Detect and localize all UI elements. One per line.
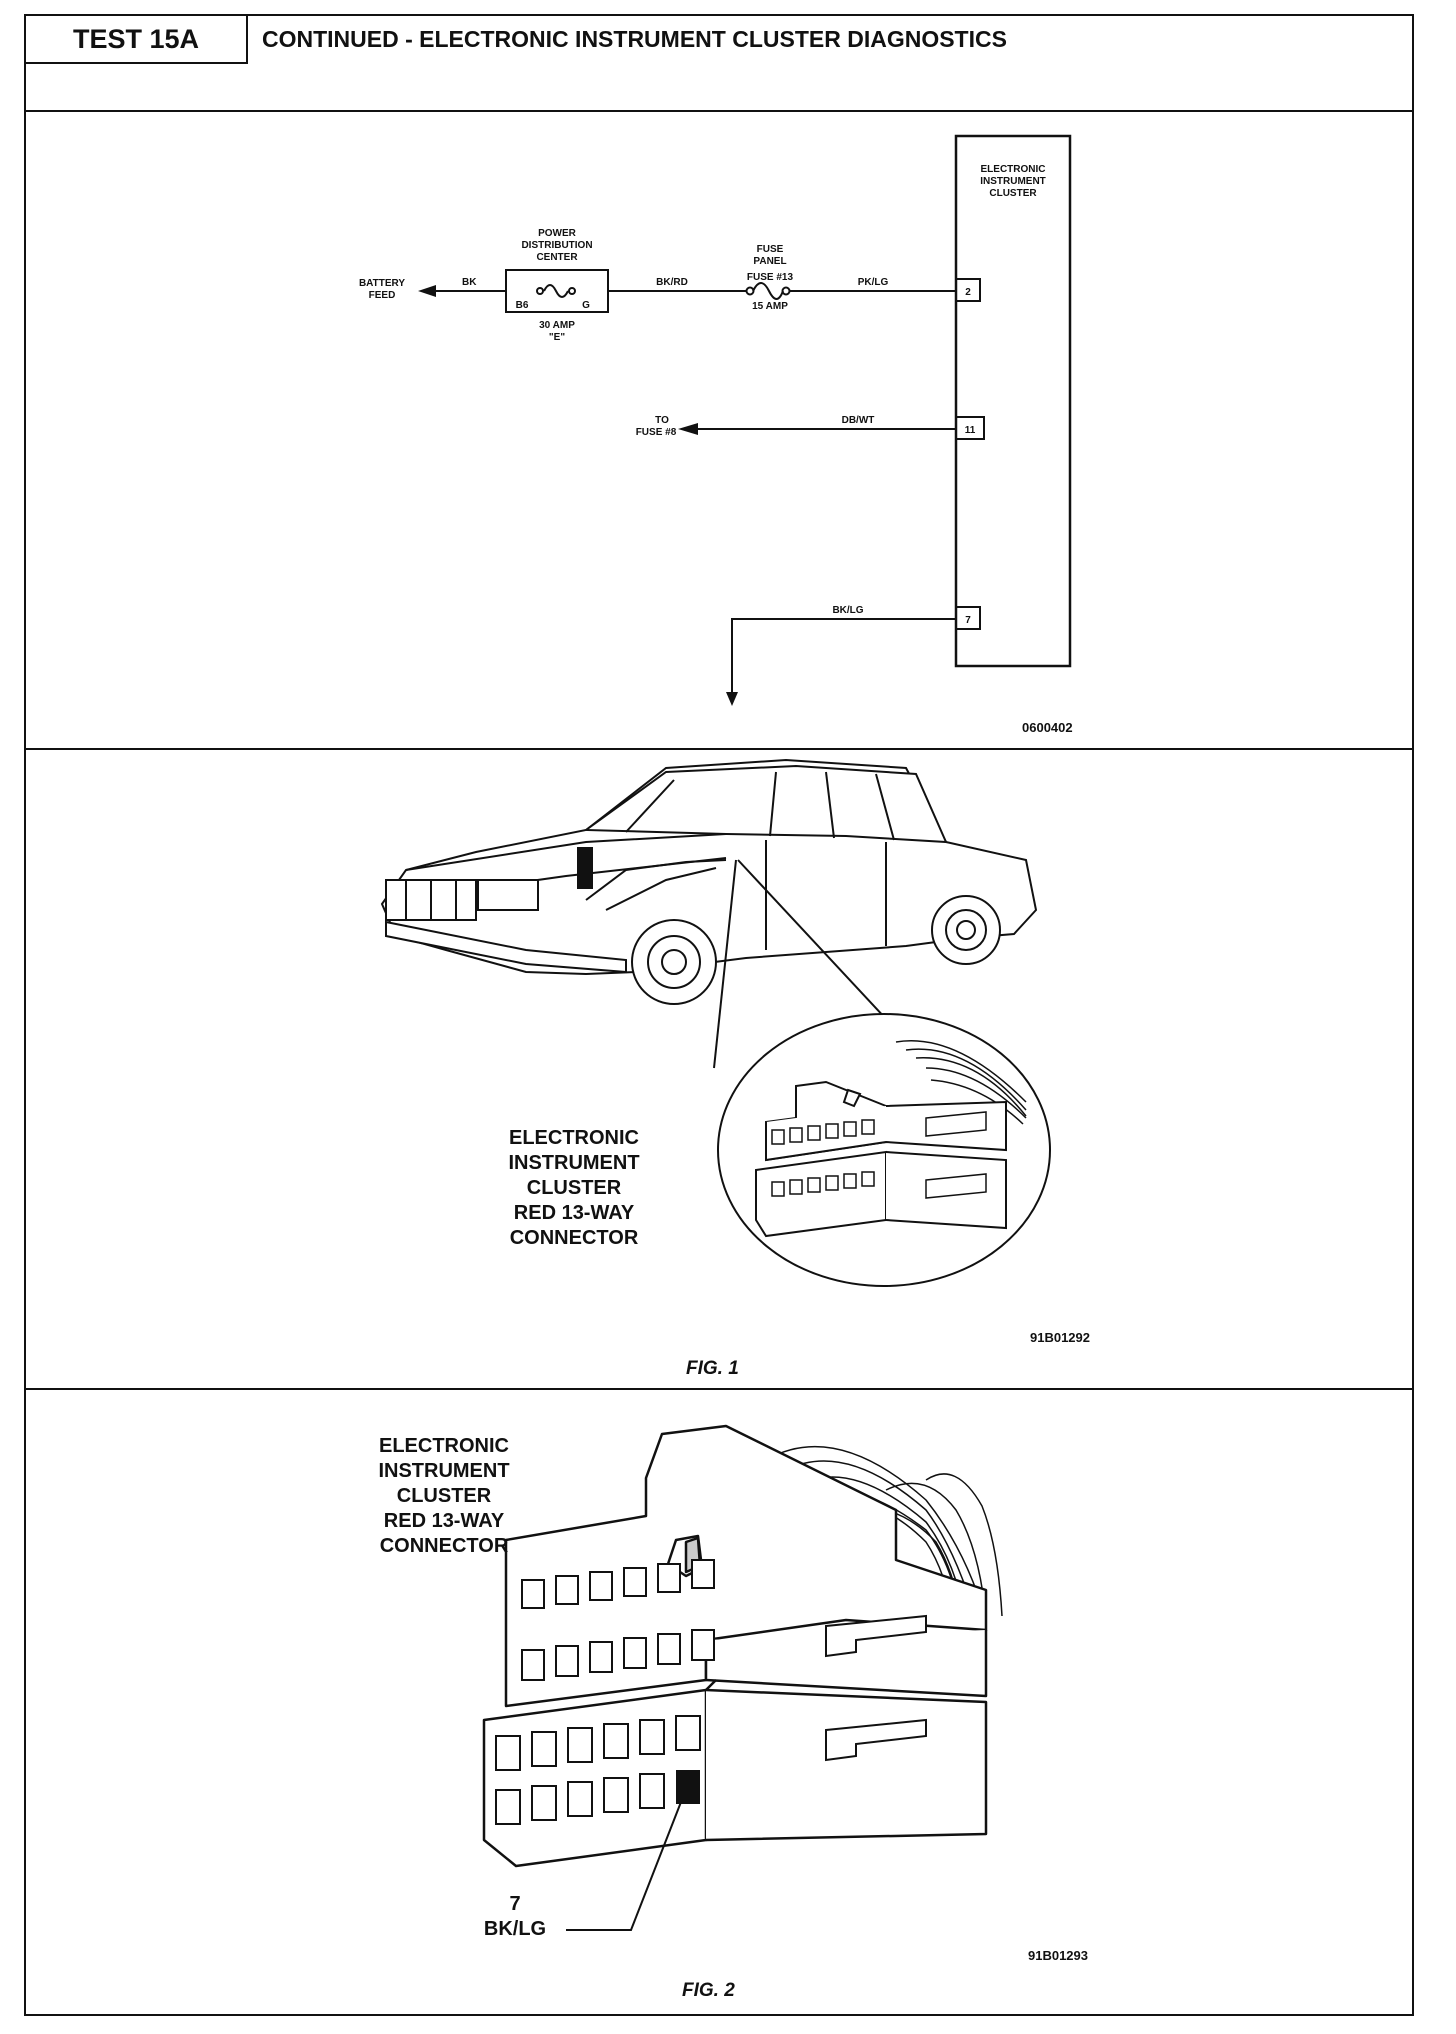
fig2-label-line-1: ELECTRONIC (379, 1435, 509, 1457)
to-fuse-label-1: TO (655, 415, 669, 426)
fuse-amp-label: 15 AMP (752, 301, 788, 312)
schematic-section: BATTERY FEED BK POWER DISTRIBUTION CENTE… (26, 112, 1412, 750)
wire-bklg: BK/LG (832, 605, 863, 616)
wire-bkrd: BK/RD (656, 277, 688, 288)
fig2-label-line-2: INSTRUMENT (378, 1460, 510, 1482)
fig1-label-line-3: CLUSTER (526, 1177, 622, 1199)
car-illustration (380, 758, 1051, 1287)
fig1-caption: FIG. 1 (686, 1358, 739, 1379)
wiring-schematic: BATTERY FEED BK POWER DISTRIBUTION CENTE… (359, 134, 1072, 706)
pin-11-label: 11 (965, 425, 976, 436)
pdc-fuse-label-1: 30 AMP (539, 320, 575, 331)
fig2-caption: FIG. 2 (682, 1980, 735, 2001)
fig2-pin-number: 7 (509, 1893, 521, 1915)
fig1-code: 91B01292 (1030, 1330, 1090, 1345)
pdc-label-3: CENTER (536, 252, 578, 263)
page-title: CONTINUED - ELECTRONIC INSTRUMENT CLUSTE… (262, 26, 1007, 52)
battery-label-1: BATTERY (359, 278, 405, 289)
fig2-label-line-4: RED 13-WAY (383, 1510, 505, 1532)
fuse-panel-label-2: PANEL (753, 256, 786, 267)
ground-arrow-icon (726, 692, 738, 706)
fig1-label-line-2: INSTRUMENT (508, 1152, 640, 1174)
fig2-code: 91B01293 (1028, 1948, 1088, 1963)
cluster-box (954, 134, 1072, 668)
connector-illustration (482, 1424, 1003, 1931)
connector-bottom-housing (482, 1688, 708, 1868)
fig2-connector-label: ELECTRONIC INSTRUMENT CLUSTER RED 13-WAY… (344, 1434, 544, 1559)
test-label: TEST 15A (26, 16, 248, 64)
battery-label-2: FEED (369, 290, 396, 301)
fig1-label-line-5: CONNECTOR (509, 1227, 639, 1249)
figure-2-section: ELECTRONIC INSTRUMENT CLUSTER RED 13-WAY… (26, 1390, 1412, 2016)
battery-arrow-icon (418, 285, 436, 297)
to-fuse-label-2: FUSE #8 (636, 427, 677, 438)
pdc-fuse-label-2: "E" (549, 332, 565, 343)
fig1-label-line-4: RED 13-WAY (513, 1202, 635, 1224)
pin-7-box (955, 606, 981, 630)
cluster-label-1: ELECTRONIC (981, 164, 1046, 175)
wire-bk: BK (462, 277, 477, 288)
schematic-code: 0600402 (1022, 720, 1073, 735)
fig2-pin-wire: BK/LG (483, 1918, 547, 1940)
cluster-label-2: INSTRUMENT (980, 176, 1046, 187)
page-header: TEST 15A CONTINUED - ELECTRONIC INSTRUME… (26, 16, 1412, 112)
pdc-label-2: DISTRIBUTION (521, 240, 592, 251)
diagnostic-page: TEST 15A CONTINUED - ELECTRONIC INSTRUME… (24, 14, 1414, 2016)
pin-11-box (955, 416, 985, 440)
figure-1-section: ELECTRONIC INSTRUMENT CLUSTER RED 13-WAY… (26, 750, 1412, 1390)
wire-dbwt: DB/WT (842, 415, 875, 426)
pdc-label-1: POWER (538, 228, 577, 239)
fig2-pin-callout: 7 BK/LG (470, 1892, 560, 1942)
fuse-13-label: FUSE #13 (747, 272, 794, 283)
fuse-panel-label-1: FUSE (757, 244, 784, 255)
fig2-label-line-3: CLUSTER (396, 1485, 492, 1507)
pdc-terminal-right: G (582, 300, 590, 311)
to-fuse-arrow-icon (678, 423, 698, 435)
pin-2-label: 2 (965, 287, 971, 298)
pdc-terminal-left: B6 (516, 300, 529, 311)
pin-7-highlight (676, 1770, 700, 1804)
pin-7-label: 7 (965, 615, 971, 626)
fig1-label-line-1: ELECTRONIC (509, 1127, 639, 1149)
fig1-connector-label: ELECTRONIC INSTRUMENT CLUSTER RED 13-WAY… (474, 1126, 674, 1251)
wire-pklg: PK/LG (858, 277, 889, 288)
pin-2-box (955, 278, 981, 302)
cluster-label-3: CLUSTER (989, 188, 1037, 199)
fig2-label-line-5: CONNECTOR (379, 1535, 509, 1557)
